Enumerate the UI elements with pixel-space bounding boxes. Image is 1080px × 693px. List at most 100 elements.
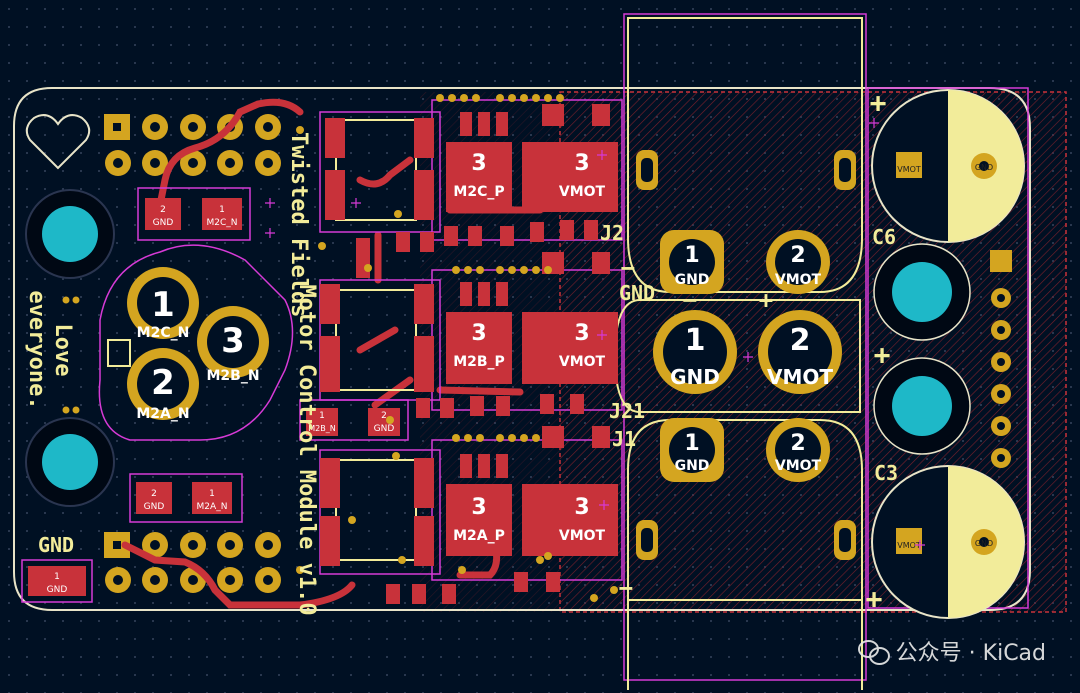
mosfet-number: 3 — [471, 495, 486, 520]
cap-pad-label-vmot: VMOT — [897, 541, 921, 550]
mounting-hole — [25, 417, 115, 507]
mosfet-label-vmot: VMOT — [559, 184, 606, 200]
motor-terminal-m2a[interactable] — [127, 348, 199, 420]
pin-header-bottom[interactable] — [104, 532, 281, 593]
smd-pad-m2c-n[interactable] — [202, 198, 242, 230]
cap-pad-label-gnd: GND — [975, 163, 993, 172]
pad-number: 2 — [790, 323, 811, 358]
terminal-label-m2c-n: M2C_N — [137, 325, 190, 341]
polarity-minus: − — [619, 574, 633, 602]
board-title-line2: Motor Control Module v1.0 — [294, 284, 319, 615]
polarity-plus: + — [866, 582, 883, 615]
pad-number: 2 — [160, 205, 166, 215]
pad-label-gnd: GND — [47, 585, 68, 595]
pad-number: 1 — [219, 205, 225, 215]
terminal-number: 1 — [151, 285, 175, 325]
love-message: Love everyone. — [24, 290, 75, 409]
terminal-number: 3 — [221, 321, 245, 361]
mosfet-number: 3 — [574, 495, 589, 520]
ref-j21: J21 — [609, 399, 645, 423]
pad-label-vmot: VMOT — [767, 365, 833, 389]
pad-number: 2 — [151, 489, 157, 499]
board-edge-cuts — [13, 87, 1031, 611]
smd-pad-gnd-mid[interactable] — [368, 408, 400, 436]
pad-label-gnd: GND — [675, 272, 710, 288]
pad-label-m2a-n: M2A_N — [197, 502, 228, 512]
pad-number: 1 — [319, 411, 325, 421]
pad-number: 2 — [381, 411, 387, 421]
love-line2: everyone. — [24, 290, 49, 409]
ref-j2: J2 — [600, 221, 624, 245]
ref-c3: C3 — [874, 461, 898, 485]
terminal-label-m2a-n: M2A_N — [136, 406, 189, 422]
pad-number: 2 — [790, 243, 805, 268]
cap-pad-label-vmot: VMOT — [897, 165, 921, 174]
mosfet-label-m2b-p: M2B_P — [453, 354, 505, 370]
vias — [62, 94, 618, 602]
polarity-minus: − — [621, 254, 635, 282]
connector-gnd-label: GND — [619, 281, 655, 305]
pad-number: 2 — [790, 431, 805, 456]
ref-c6: C6 — [872, 225, 896, 249]
pad-number: 1 — [684, 431, 699, 456]
origin-markers — [265, 118, 925, 550]
pad-label-gnd: GND — [374, 424, 395, 434]
capacitor-c6[interactable] — [871, 89, 1025, 243]
mosfet-label-m2a-p: M2A_P — [453, 528, 505, 544]
terminal-label-m2b-n: M2B_N — [206, 368, 259, 384]
watermark: 公众号 · KiCad — [857, 635, 1046, 667]
mosfets[interactable] — [446, 112, 618, 556]
pad-label-gnd: GND — [153, 218, 174, 228]
polarity-plus: + — [870, 86, 887, 119]
pad-label-m2b-n: M2B_N — [308, 424, 335, 433]
watermark-text: 公众号 · KiCad — [895, 641, 1046, 666]
pad-label-gnd: GND — [675, 458, 710, 474]
motor-terminal-m2b[interactable] — [197, 306, 269, 378]
pad-number: 1 — [684, 243, 699, 268]
pin-header-right[interactable] — [990, 250, 1012, 468]
mounting-hole — [25, 189, 115, 279]
mosfet-number: 3 — [574, 321, 589, 346]
mosfet-number: 3 — [574, 151, 589, 176]
motor-terminal-m2c[interactable] — [127, 267, 199, 339]
mounting-hole — [873, 357, 971, 455]
ref-j1: J1 — [612, 427, 636, 451]
driver-pads — [320, 104, 610, 604]
pad-label-vmot: VMOT — [775, 272, 822, 288]
mosfet-label-m2c-p: M2C_P — [453, 184, 504, 200]
board-title: Twisted Fields — [286, 132, 311, 317]
mosfet-number: 3 — [471, 321, 486, 346]
polarity-plus: + — [874, 338, 891, 371]
pad-label-gnd: GND — [144, 502, 165, 512]
cap-pad-label-gnd: GND — [975, 539, 993, 548]
wechat-icon — [857, 640, 890, 665]
connector-pads[interactable] — [653, 230, 842, 482]
smd-pad-gnd-top[interactable] — [145, 198, 181, 230]
polarity-minus: − — [683, 286, 697, 314]
mosfet-number: 3 — [471, 151, 486, 176]
board-subtitle: Motor Control Module v1.0 — [294, 284, 319, 615]
smd-pad-gnd-corner[interactable] — [28, 566, 86, 596]
capacitor-c3[interactable] — [871, 465, 1025, 619]
terminal-number: 2 — [151, 363, 175, 403]
corner-gnd-label: GND — [38, 533, 74, 557]
smd-pad-m2b-n[interactable] — [306, 408, 338, 436]
mosfet-label-vmot: VMOT — [559, 354, 606, 370]
love-line1: Love — [50, 324, 75, 377]
pad-number: 1 — [54, 572, 60, 582]
smd-pad-gnd-bottom[interactable] — [136, 482, 172, 514]
pad-label-m2c-n: M2C_N — [206, 218, 237, 228]
slot-pads — [636, 150, 856, 560]
pad-label-gnd: GND — [670, 365, 720, 389]
smd-pad-m2a-n[interactable] — [192, 482, 232, 514]
pad-number: 1 — [209, 489, 215, 499]
pad-number: 1 — [685, 323, 706, 358]
heart-logo — [25, 114, 91, 170]
board-title-line1: Twisted Fields — [286, 132, 311, 317]
polarity-plus: + — [759, 286, 773, 314]
pin-header-top[interactable] — [104, 114, 281, 176]
mounting-hole — [873, 243, 971, 341]
mosfet-label-vmot: VMOT — [559, 528, 606, 544]
